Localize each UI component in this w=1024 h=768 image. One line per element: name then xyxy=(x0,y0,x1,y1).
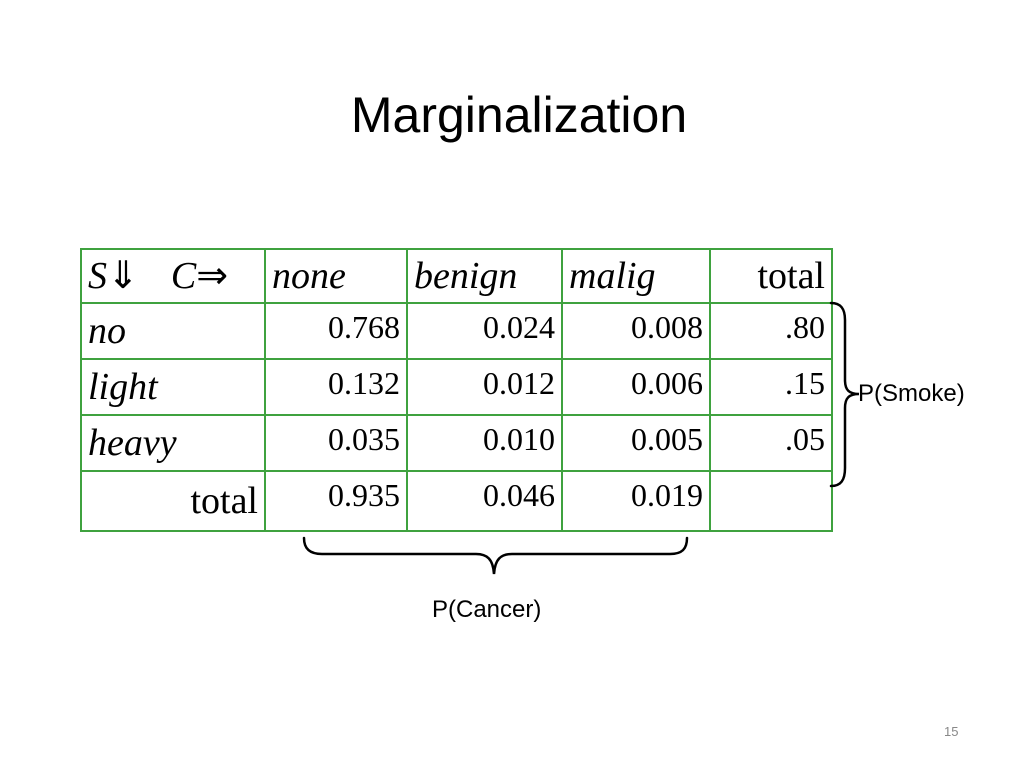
joint-probability-table: S⇓ C⇒ none benign malig total no 0.768 0.… xyxy=(80,248,833,532)
down-arrow-icon: ⇓ xyxy=(107,255,139,297)
header-total: total xyxy=(709,248,833,304)
row-label-light: light xyxy=(80,358,266,416)
cell-total-total xyxy=(709,470,833,532)
slide-title: Marginalization xyxy=(350,87,688,143)
cancer-brace-icon xyxy=(302,536,689,575)
cell-heavy-none: 0.035 xyxy=(264,414,408,472)
cell-no-malig: 0.008 xyxy=(561,302,711,360)
totals-row: total 0.935 0.046 0.019 xyxy=(80,470,833,532)
smoke-brace-icon xyxy=(829,301,860,488)
table-row: heavy 0.035 0.010 0.005 .05 xyxy=(80,414,833,472)
cell-no-none: 0.768 xyxy=(264,302,408,360)
table-row: light 0.132 0.012 0.006 .15 xyxy=(80,358,833,416)
table-header-row: S⇓ C⇒ none benign malig total xyxy=(80,248,833,304)
header-benign: benign xyxy=(406,248,563,304)
row-label-heavy: heavy xyxy=(80,414,266,472)
column-variable: C xyxy=(170,255,197,297)
cell-total-none: 0.935 xyxy=(264,470,408,532)
cell-light-benign: 0.012 xyxy=(406,358,563,416)
corner-cell: S⇓ C⇒ xyxy=(80,248,266,304)
row-variable: S xyxy=(88,255,107,297)
row-label-no: no xyxy=(80,302,266,360)
cell-no-total: .80 xyxy=(709,302,833,360)
cell-heavy-benign: 0.010 xyxy=(406,414,563,472)
table-row: no 0.768 0.024 0.008 .80 xyxy=(80,302,833,360)
p-cancer-label: P(Cancer) xyxy=(432,596,542,623)
page-number: 15 xyxy=(944,724,959,739)
row-label-total: total xyxy=(80,470,266,532)
header-malig: malig xyxy=(561,248,711,304)
cell-heavy-total: .05 xyxy=(709,414,833,472)
p-smoke-label: P(Smoke) xyxy=(858,380,965,407)
cell-light-total: .15 xyxy=(709,358,833,416)
cell-light-none: 0.132 xyxy=(264,358,408,416)
cell-total-malig: 0.019 xyxy=(561,470,711,532)
right-arrow-icon: ⇒ xyxy=(196,255,229,297)
header-none: none xyxy=(264,248,408,304)
cell-no-benign: 0.024 xyxy=(406,302,563,360)
cell-heavy-malig: 0.005 xyxy=(561,414,711,472)
cell-total-benign: 0.046 xyxy=(406,470,563,532)
cell-light-malig: 0.006 xyxy=(561,358,711,416)
